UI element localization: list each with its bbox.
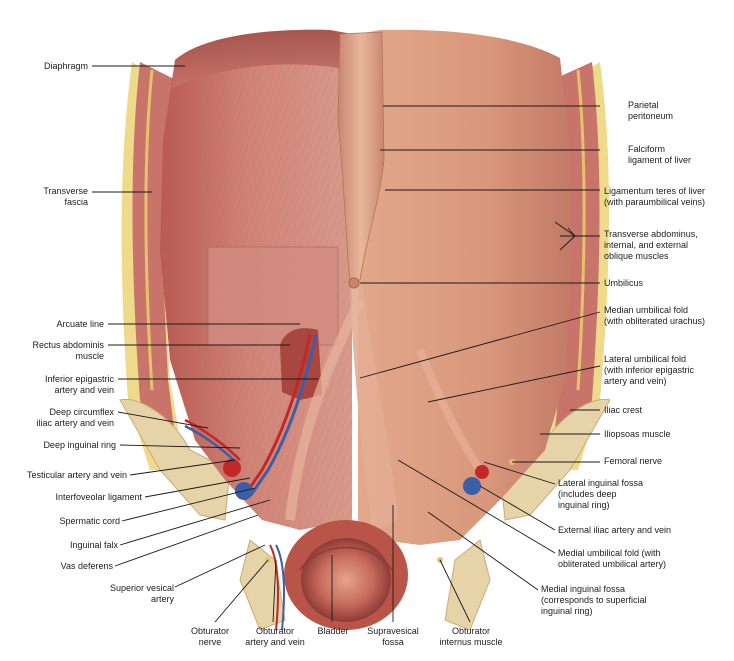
label-obturator-internus: Obturator internus muscle bbox=[439, 626, 503, 647]
label-obturator-artery: Obturator artery and vein bbox=[245, 626, 305, 647]
right-abdominal-wall bbox=[358, 29, 572, 546]
label-iliopsoas: Iliopsoas muscle bbox=[604, 429, 671, 439]
label-ligamentum-teres: Ligamentum teres of liver (with paraumbi… bbox=[604, 186, 706, 207]
label-umbilicus: Umbilicus bbox=[604, 278, 644, 288]
label-medial-inguinal-fossa: Medial inguinal fossa (corresponds to su… bbox=[541, 584, 647, 616]
label-spermatic-cord: Spermatic cord bbox=[59, 516, 120, 526]
label-deep-circumflex: Deep circumflex iliac artery and vein bbox=[36, 407, 114, 428]
label-bladder: Bladder bbox=[317, 626, 349, 636]
label-falciform: Falciform ligament of liver bbox=[628, 144, 692, 165]
umbilicus-shape bbox=[348, 277, 360, 289]
label-obturator-nerve: Obturator nerve bbox=[190, 626, 230, 647]
vessels bbox=[184, 334, 515, 631]
label-inguinal-falx: Inguinal falx bbox=[69, 540, 118, 550]
label-lateral-umbilical: Lateral umbilical fold (with inferior ep… bbox=[604, 354, 695, 386]
label-iliac-crest: Iliac crest bbox=[604, 405, 643, 415]
diaphragm-dome bbox=[172, 29, 352, 88]
lateral-umbilical-fold-shape bbox=[416, 348, 484, 473]
label-medial-umbilical: Medial umbilical fold (with obliterated … bbox=[558, 548, 667, 569]
label-femoral-nerve: Femoral nerve bbox=[604, 456, 663, 466]
label-median-umbilical: Median umbilical fold (with obliterated … bbox=[604, 305, 706, 326]
label-lateral-inguinal-fossa: Lateral inguinal fossa (includes deep in… bbox=[558, 478, 644, 510]
rectus-abdominis-exposed bbox=[280, 328, 322, 400]
label-vas-deferens: Vas deferens bbox=[60, 561, 113, 571]
label-arcuate-line: Arcuate line bbox=[56, 319, 104, 329]
rectus-sheath-window bbox=[207, 246, 339, 346]
leader-lines bbox=[92, 65, 601, 623]
label-inferior-epigastric: Inferior epigastric artery and vein bbox=[44, 374, 114, 395]
label-superior-vesical: Superior vesical artery bbox=[109, 583, 174, 604]
label-parietal-peritoneum: Parietal peritoneum bbox=[628, 100, 674, 121]
label-rectus-abdominis: Rectus abdominis muscle bbox=[32, 340, 104, 361]
leader-fan bbox=[554, 221, 576, 251]
label-testicular: Testicular artery and vein bbox=[26, 470, 127, 480]
label-transverse-abdominus: Transverse abdominus, internal, and exte… bbox=[604, 229, 698, 261]
medial-umbilical-fold-shape bbox=[285, 297, 365, 521]
label-supravesical: Supravesical fossa bbox=[367, 626, 419, 647]
label-interfoveolar: Interfoveolar ligament bbox=[55, 492, 142, 502]
bladder-shape bbox=[284, 520, 408, 630]
label-external-iliac: External iliac artery and vein bbox=[558, 525, 672, 535]
label-deep-inguinal-ring: Deep inguinal ring bbox=[43, 440, 116, 450]
median-umbilical-fold-shape bbox=[350, 283, 398, 532]
label-diaphragm: Diaphragm bbox=[43, 61, 88, 71]
label-transverse-fascia: Transverse fascia bbox=[43, 186, 88, 207]
